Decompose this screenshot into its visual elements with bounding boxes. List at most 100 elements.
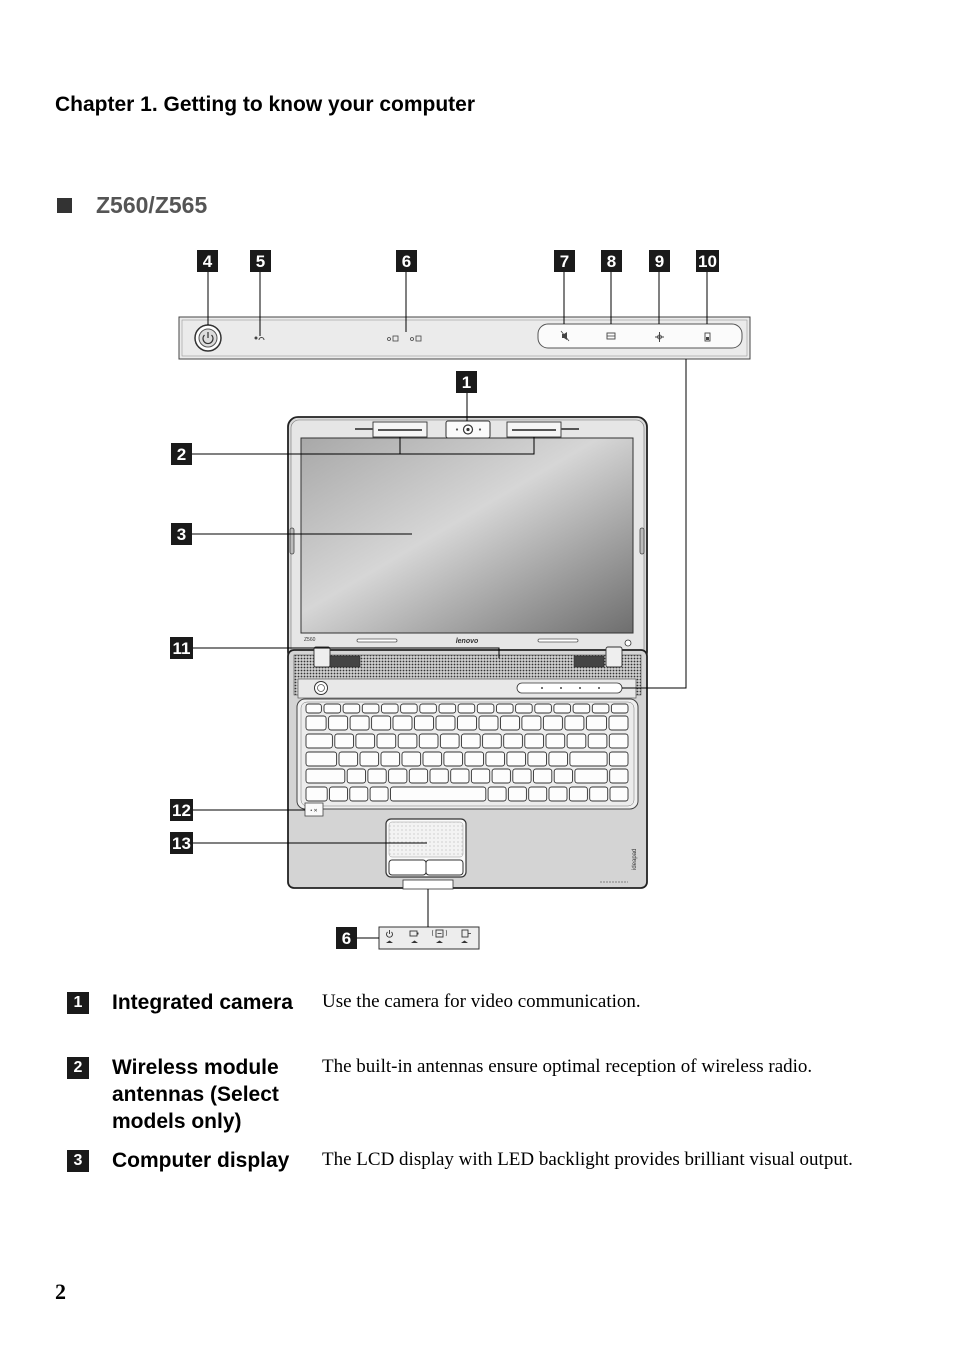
feature-item-antennas: 2 Wireless module antennas (Select model…	[67, 1054, 812, 1133]
keyboard-key	[390, 786, 487, 802]
power-button-icon	[194, 324, 222, 352]
keyboard-key	[591, 703, 610, 714]
keyboard-key	[305, 715, 327, 731]
keyboard-key	[422, 751, 443, 767]
callout-7: 7	[554, 250, 575, 272]
keyboard-key	[545, 733, 566, 749]
keyboard-key	[414, 715, 434, 731]
keyboard-key	[515, 703, 533, 714]
keyboard-key	[609, 768, 629, 784]
svg-text:3: 3	[177, 525, 186, 544]
display-mode-icon	[606, 332, 616, 340]
svg-text:7: 7	[560, 252, 569, 271]
touchpad	[385, 818, 467, 878]
keyboard-key	[500, 715, 520, 731]
keyboard-key	[369, 786, 389, 802]
lenovo-logo: lenovo	[456, 638, 479, 645]
leader-lines	[192, 272, 708, 939]
svg-text:6: 6	[402, 252, 411, 271]
keyboard-key	[585, 715, 607, 731]
keyboard-key	[450, 768, 470, 784]
keyboard-key	[305, 786, 328, 802]
keyboard	[305, 703, 629, 802]
keyboard-key	[367, 768, 387, 784]
callout-12: 12	[170, 799, 193, 821]
keyboard-key	[478, 715, 499, 731]
keyboard-key	[610, 703, 629, 714]
hdd-status-icon	[461, 929, 471, 938]
wireless-status-icon	[431, 929, 448, 938]
callout-3: 3	[171, 523, 192, 545]
keyboard-key	[476, 703, 495, 714]
feature-number: 3	[67, 1150, 89, 1172]
callout-2: 2	[171, 443, 192, 465]
keyboard-key	[418, 733, 439, 749]
keyboard-key	[338, 751, 359, 767]
callout-10: 10	[696, 250, 719, 272]
keyboard-key	[548, 751, 568, 767]
svg-text:13: 13	[172, 834, 191, 853]
energy-management-icon	[704, 332, 711, 342]
keyboard-key	[429, 768, 449, 784]
keyboard-key	[380, 751, 401, 767]
battery-status-icon	[409, 930, 419, 937]
svg-text:4: 4	[203, 252, 213, 271]
keyboard-key	[349, 715, 370, 731]
keyboard-key	[439, 733, 460, 749]
keyboard-key	[568, 786, 588, 802]
keyboard-key	[435, 715, 456, 731]
camera-icon	[445, 420, 491, 439]
feature-description: The LCD display with LED backlight provi…	[322, 1149, 853, 1170]
keyboard-key	[506, 751, 526, 767]
ideapad-logo: ideapad	[632, 849, 638, 870]
callout-5: 5	[250, 250, 271, 272]
keyboard-key	[361, 703, 380, 714]
keyboard-key	[548, 786, 568, 802]
chapter-heading: Chapter 1. Getting to know your computer	[55, 93, 476, 116]
keyboard-key	[566, 733, 587, 749]
mute-icon	[560, 330, 570, 342]
caps-num-lock-indicator-icon	[387, 335, 422, 342]
keyboard-key	[587, 733, 608, 749]
model-badge: Z560	[304, 637, 316, 643]
keyboard-key	[397, 733, 418, 749]
feature-number: 1	[67, 992, 89, 1014]
svg-text:1: 1	[462, 373, 471, 392]
keyboard-key	[334, 733, 354, 749]
keyboard-key	[564, 715, 585, 731]
callout-11: 11	[170, 637, 193, 659]
model-heading-row: Z560/Z565	[57, 192, 207, 219]
feature-description: Use the camera for video communication.	[322, 991, 641, 1012]
keyboard-key	[512, 768, 532, 784]
keyboard-key	[528, 786, 548, 802]
keyboard-key	[328, 715, 349, 731]
keyboard-key	[349, 786, 369, 802]
feature-term: Computer display	[112, 1149, 290, 1172]
keyboard-key	[608, 733, 629, 749]
control-strip-detail	[178, 316, 751, 360]
laptop-diagram: Z560 lenovo • ✕ ideapad	[170, 250, 751, 950]
keyboard-key	[589, 786, 609, 802]
keyboard-key	[457, 703, 476, 714]
keyboard-key	[553, 703, 571, 714]
keyboard-key	[305, 733, 333, 749]
keyboard-key	[305, 768, 346, 784]
callout-13: 13	[170, 832, 193, 854]
feature-item-display: 3 Computer display The LCD display with …	[67, 1147, 853, 1172]
keyboard-key	[359, 751, 380, 767]
keyboard-key	[408, 768, 429, 784]
svg-text:9: 9	[655, 252, 664, 271]
keyboard-key	[376, 733, 397, 749]
keyboard-key	[527, 751, 547, 767]
keyboard-key	[608, 751, 629, 767]
power-status-icon	[386, 930, 393, 938]
keyboard-key	[305, 751, 338, 767]
keyboard-key	[323, 703, 342, 714]
svg-text:11: 11	[173, 639, 191, 658]
indicator-arrows	[386, 940, 468, 943]
svg-text:10: 10	[698, 252, 717, 271]
callout-8: 8	[601, 250, 622, 272]
keyboard-key	[470, 768, 491, 784]
keyboard-key	[464, 751, 484, 767]
keyboard-key	[487, 786, 507, 802]
